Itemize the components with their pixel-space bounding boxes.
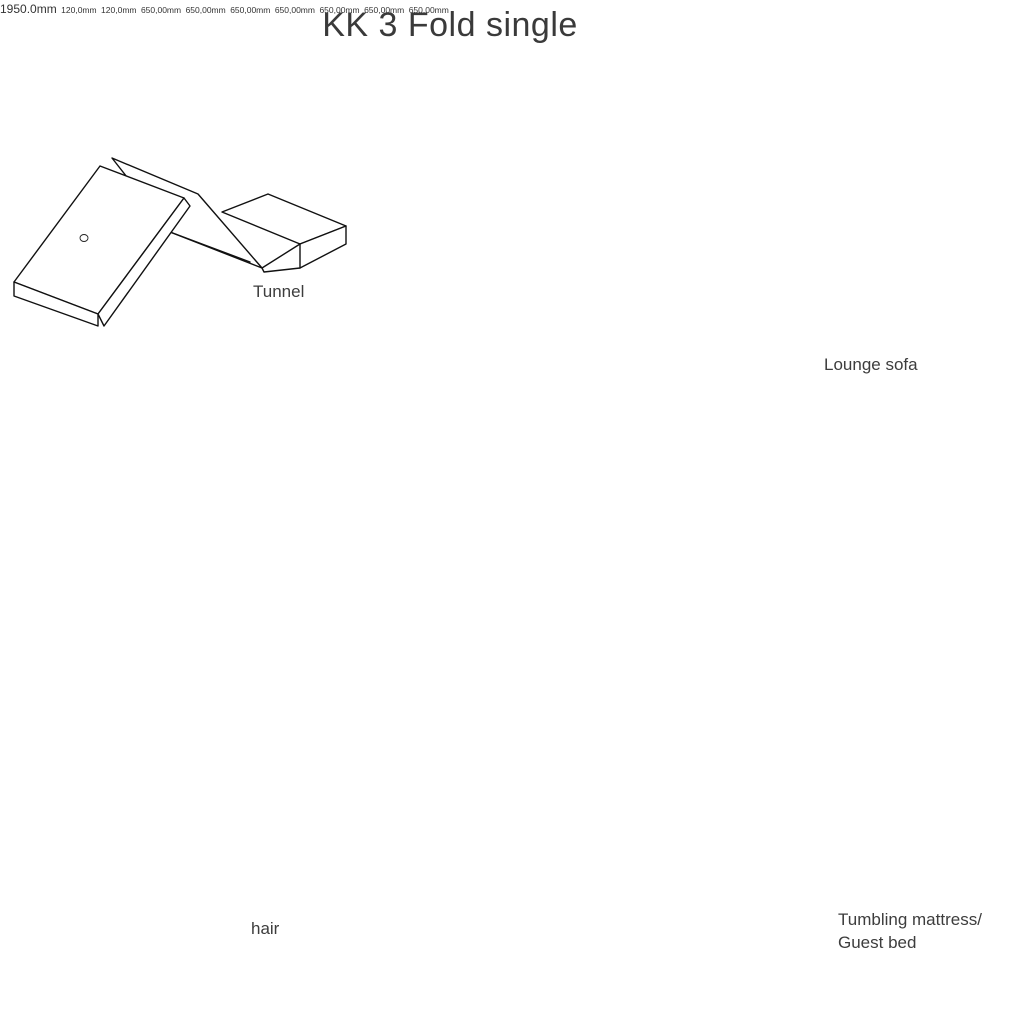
- label-lounge-sofa: Lounge sofa: [824, 355, 918, 374]
- dim-seg-c: 650,00mm: [230, 5, 271, 15]
- dim-seg-a: 650,00mm: [140, 5, 182, 15]
- dim-total-length: 1950.0mm: [0, 2, 57, 16]
- dim-seg-g: 650,00mm: [408, 5, 449, 15]
- dim-seg-d: 650,00mm: [274, 5, 315, 15]
- dim-seg-b: 650,00mm: [185, 5, 226, 15]
- page-title: KK 3 Fold single: [322, 6, 578, 44]
- label-guest-bed-line2: Guest bed: [838, 933, 917, 952]
- dim-seg-e: 650,00mm: [319, 5, 360, 15]
- dim-thickness-top: 120,0mm: [61, 5, 97, 15]
- dim-thickness-side: 120,0mm: [101, 5, 137, 15]
- dim-seg-f: 650,00mm: [364, 5, 405, 15]
- label-guest-bed-line1: Tumbling mattress/: [838, 910, 982, 929]
- tunnel-configuration: [13, 157, 347, 327]
- label-chair: hair: [251, 919, 280, 938]
- label-tunnel: Tunnel: [253, 282, 305, 301]
